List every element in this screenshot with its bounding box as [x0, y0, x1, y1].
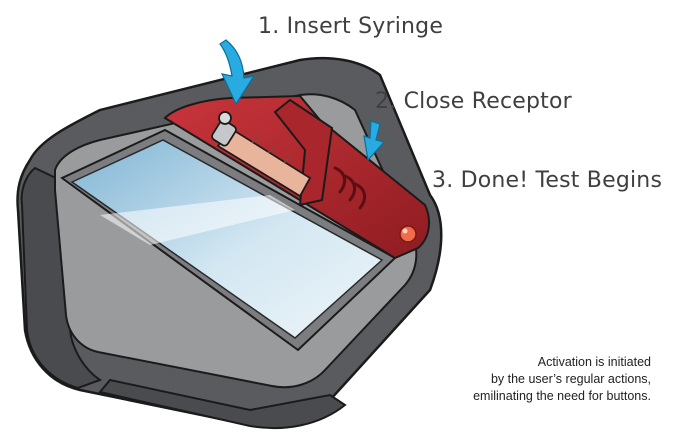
screen-glare [100, 195, 295, 245]
bottom-bumper [98, 378, 347, 430]
syringe-icon [211, 111, 312, 198]
device-screen [70, 139, 384, 339]
step-1-label: 1. Insert Syringe [258, 14, 444, 39]
led-indicator-icon [399, 225, 417, 243]
arrow-down-icon [219, 39, 256, 106]
note-line: by the user’s regular actions, [490, 372, 651, 386]
arrow-down-icon [363, 120, 386, 162]
left-bumper [20, 166, 103, 390]
note-line: emilinating the need for buttons. [473, 389, 651, 403]
activation-note: Activation is initiated by the user’s re… [473, 354, 651, 405]
step-2-label: 2. Close Receptor [375, 89, 572, 114]
vent-icon [333, 166, 367, 210]
step-3-label: 3. Done! Test Begins [432, 168, 663, 193]
note-line: Activation is initiated [537, 355, 651, 369]
receptor-lid [273, 98, 334, 207]
